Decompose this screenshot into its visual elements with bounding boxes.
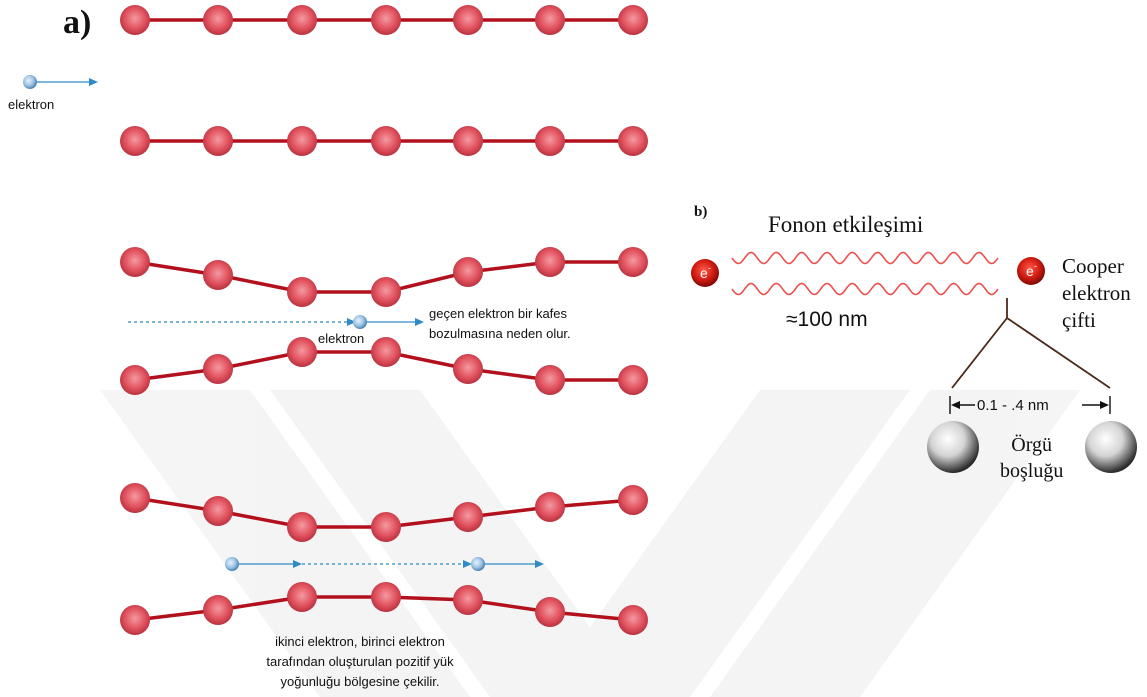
lattice-ion — [371, 277, 401, 307]
lattice-row — [120, 247, 648, 307]
spacing-dimension — [949, 396, 1111, 414]
lattice-ion — [618, 247, 648, 277]
lattice-ion — [203, 496, 233, 526]
cooper-line-2: elektron — [1062, 281, 1131, 305]
caption-1-line-2: bozulmasına neden olur. — [429, 326, 571, 341]
distance-label: ≈100 nm — [786, 308, 868, 331]
lattice-ion — [287, 277, 317, 307]
electron-trail-head — [463, 560, 472, 568]
electron-path-arrow — [238, 560, 302, 568]
lattice-ion — [453, 354, 483, 384]
lattice-ion — [120, 5, 150, 35]
electron-charge: - — [708, 263, 711, 273]
lattice-ion — [120, 365, 150, 395]
lattice-distortion-caption: geçen elektron bir kafes bozulmasına ned… — [429, 304, 571, 344]
lattice-ion — [120, 247, 150, 277]
lattice-ion — [287, 582, 317, 612]
lattice-ion — [120, 126, 150, 156]
lattice-ion — [618, 605, 648, 635]
lattice-ion — [120, 483, 150, 513]
lattice-ion — [453, 257, 483, 287]
lattice-row — [120, 337, 648, 395]
lattice-ion — [371, 5, 401, 35]
phonon-interaction-title: Fonon etkileşimi — [768, 212, 924, 237]
lattice-ion — [371, 126, 401, 156]
phonon-wave — [731, 282, 999, 296]
lattice-gap-line-1: Örgü — [1011, 434, 1053, 456]
attraction-caption: ikinci elektron, birinci elektron tarafı… — [200, 632, 520, 692]
lattice-ion — [371, 512, 401, 542]
electron — [225, 557, 239, 571]
electron-path-arrow — [484, 560, 544, 568]
lattice-ion — [203, 5, 233, 35]
caption-2-line-3: yoğunluğu bölgesine çekilir. — [280, 674, 440, 689]
lattice-ion — [535, 5, 565, 35]
electron-symbol: e — [1026, 263, 1034, 279]
electron-charge: - — [1034, 261, 1037, 271]
lattice-ion — [535, 365, 565, 395]
electron-label-2: elektron — [318, 331, 365, 346]
lattice-ion — [535, 492, 565, 522]
lattice-ion — [203, 126, 233, 156]
lattice-row — [120, 5, 648, 35]
caption-2-line-1: ikinci elektron, birinci elektron — [275, 634, 445, 649]
electron-label-1: elektron — [8, 97, 55, 112]
lattice-sphere-left — [927, 421, 979, 473]
lattice-ion — [453, 585, 483, 615]
lattice-ion — [287, 337, 317, 367]
lattice-ion — [535, 126, 565, 156]
cooper-pair-label: Cooper elektron çifti — [1062, 253, 1131, 334]
lattice-sphere-right — [1085, 421, 1137, 473]
cooper-electron: e- — [691, 259, 719, 287]
lattice-ion — [535, 597, 565, 627]
caption-1-line-1: geçen elektron bir kafes — [429, 306, 568, 321]
panel-b-label: b) — [694, 204, 708, 220]
lattice-spacing-label: 0.1 - .4 nm — [977, 397, 1049, 414]
lattice-ion — [203, 595, 233, 625]
lattice-gap-branch — [951, 298, 1111, 389]
lattice-row — [120, 483, 648, 542]
electron-trail-head — [347, 318, 356, 326]
electron-symbol: e — [700, 265, 708, 281]
lattice-ion — [618, 126, 648, 156]
lattice-ion — [287, 5, 317, 35]
lattice-ion — [371, 582, 401, 612]
panel-a-label: a) — [63, 4, 92, 41]
phonon-wave — [731, 251, 999, 265]
electron-path-arrow — [366, 318, 424, 326]
lattice-ion — [371, 337, 401, 367]
lattice-ion — [618, 485, 648, 515]
lattice-ion — [453, 502, 483, 532]
lattice-ion — [535, 247, 565, 277]
cooper-line-1: Cooper — [1062, 254, 1124, 278]
electron — [23, 75, 37, 89]
lattice-ion — [453, 5, 483, 35]
caption-2-line-2: tarafından oluşturulan pozitif yük — [266, 654, 454, 669]
lattice-gap-label: Örgü boşluğu — [1000, 432, 1063, 484]
cooper-electron: e- — [1017, 257, 1045, 285]
lattice-ion — [453, 126, 483, 156]
electron — [353, 315, 367, 329]
lattice-gap-line-2: boşluğu — [1000, 460, 1064, 482]
lattice-ion — [120, 605, 150, 635]
electron — [471, 557, 485, 571]
lattice-ion — [287, 512, 317, 542]
lattice-ion — [287, 126, 317, 156]
lattice-ion — [203, 354, 233, 384]
lattice-ion — [203, 260, 233, 290]
lattice-ion — [618, 365, 648, 395]
lattice-row — [120, 582, 648, 635]
lattice-ion — [618, 5, 648, 35]
cooper-line-3: çifti — [1062, 308, 1096, 332]
electron-path-arrow — [36, 78, 98, 86]
lattice-row — [120, 126, 648, 156]
